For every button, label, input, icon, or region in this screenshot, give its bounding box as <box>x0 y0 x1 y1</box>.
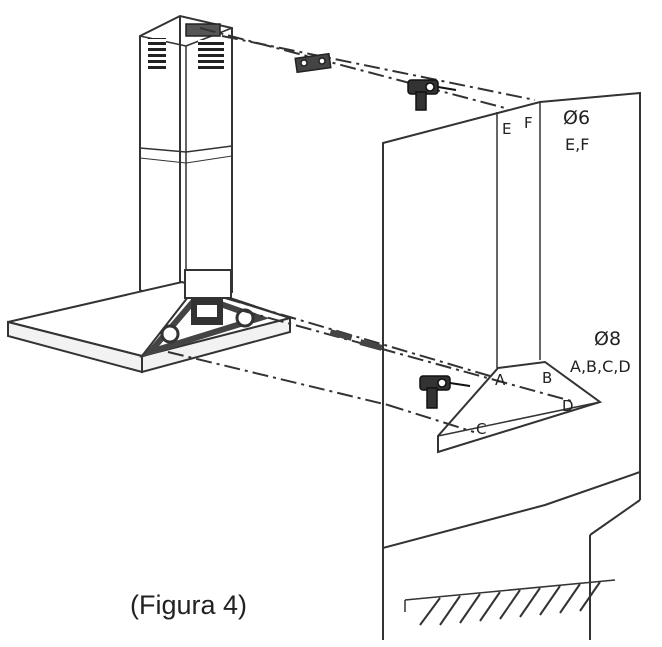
label-diameter-8: Ø8 <box>594 328 621 350</box>
chimney-top-bracket <box>185 23 221 37</box>
hood-canopy <box>7 269 294 374</box>
label-abcd: A,B,C,D <box>570 357 631 376</box>
label-e: E <box>502 120 511 138</box>
lower-drill-icon <box>419 375 471 409</box>
figure-caption: (Figura 4) <box>130 590 248 620</box>
lower-screws <box>329 329 383 351</box>
upper-drill-icon <box>407 79 457 111</box>
chimney-vent-right <box>198 40 224 70</box>
label-a: A <box>495 371 506 389</box>
label-b: B <box>542 369 552 387</box>
label-diameter-6: Ø6 <box>563 107 590 129</box>
label-f: F <box>524 114 533 132</box>
upper-bracket <box>294 52 332 74</box>
guide-lines <box>167 27 576 433</box>
chimney-vent-left <box>148 38 166 72</box>
floor-hatch <box>419 581 601 626</box>
label-d: D <box>562 397 574 415</box>
hood-chimney <box>139 14 233 312</box>
label-ef: E,F <box>565 135 589 154</box>
label-c: C <box>476 420 486 438</box>
